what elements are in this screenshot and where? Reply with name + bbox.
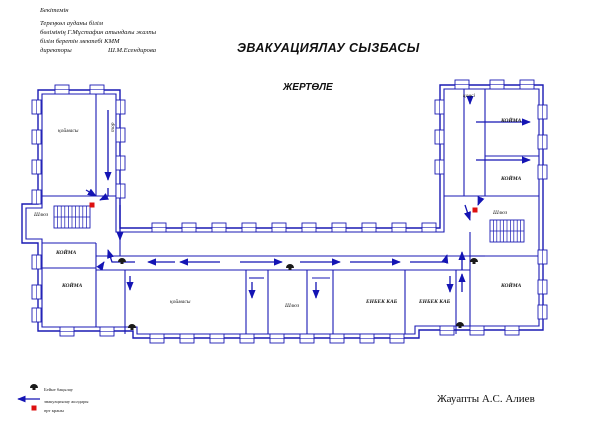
room-center-utility-2: ЕНБЕК КАБ xyxy=(418,299,451,305)
approval-signature: Ш.М.Есендирова xyxy=(108,47,157,54)
room-center-lock: Шлюз xyxy=(284,303,299,309)
camera-icon xyxy=(286,264,294,270)
exterior-wall-inner xyxy=(25,88,540,335)
stairs xyxy=(53,205,525,243)
legend-camera-label: Бейне бақылау xyxy=(44,387,73,392)
room-right-top-small: қоңсі xyxy=(463,93,475,99)
room-center-large: қоймасы xyxy=(170,298,191,305)
legend-hydrant-label: өрт краны xyxy=(44,408,64,413)
approval-line-2: Тереңкөл ауданы білім xyxy=(40,20,103,27)
camera-lens xyxy=(458,326,462,328)
camera-lens xyxy=(288,268,292,270)
camera-body xyxy=(470,258,478,262)
room-left-storage-upper: КОЙМА xyxy=(55,248,77,256)
camera-lens xyxy=(130,328,134,330)
room-right-upper-1: КОЙМА xyxy=(500,116,522,124)
evacuation-arrow-icon xyxy=(477,196,485,206)
windows xyxy=(31,79,548,344)
room-left-wing-large: қоймасы xyxy=(58,127,79,134)
room-left-storage-lower: КОЙМА xyxy=(61,281,83,289)
fire-hydrant-icon xyxy=(89,202,95,208)
camera-lens xyxy=(32,388,36,390)
fire-hydrant-icon xyxy=(472,207,478,213)
approval-line-4: білім беретін мектебі КММ xyxy=(40,38,120,45)
camera-body xyxy=(456,322,464,326)
camera-body xyxy=(30,384,38,388)
camera-icon xyxy=(128,324,136,330)
responsible-person: Жауапты А.С. Алиев xyxy=(437,393,535,405)
room-left-stair-hall: Шлюз xyxy=(33,212,48,218)
fire-hydrant-icon xyxy=(31,405,37,411)
room-right-stair-hall: Шлюз xyxy=(492,210,507,216)
evacuation-arrow-icon xyxy=(85,188,97,197)
room-left-wing-narrow: тор xyxy=(110,122,116,132)
evacuation-arrow-icon xyxy=(410,254,449,264)
camera-lens xyxy=(472,262,476,264)
evacuation-routes xyxy=(17,95,531,403)
camera-icon xyxy=(470,258,478,264)
camera-lens xyxy=(120,262,124,264)
room-right-upper-2: КОЙМА xyxy=(500,174,522,182)
camera-icon xyxy=(118,258,126,264)
evacuation-arrow-icon xyxy=(96,261,105,271)
camera-body xyxy=(286,264,294,268)
approval-line-5: директоры xyxy=(40,47,72,54)
camera-icon xyxy=(456,322,464,328)
exterior-wall-outer xyxy=(21,84,544,339)
cameras xyxy=(30,258,478,390)
legend-evacuation-label: эвакуациялау жолдары xyxy=(44,399,89,404)
evacuation-arrow-icon xyxy=(463,204,471,221)
approval-line-3: бөлімінің Г.Мұстафин атындағы жалпы xyxy=(40,29,157,36)
floor-subtitle: ЖЕРТӨЛЕ xyxy=(283,82,333,93)
page-title: ЭВАКУАЦИЯЛАУ СЫЗБАСЫ xyxy=(237,41,420,55)
evacuation-arrow-icon xyxy=(99,188,109,201)
fire-hydrants xyxy=(31,202,478,411)
room-center-utility-1: ЕНБЕК КАБ xyxy=(365,299,398,305)
room-right-lower: КОЙМА xyxy=(500,281,522,289)
evacuation-arrow-icon xyxy=(107,249,135,263)
camera-body xyxy=(128,324,136,328)
approval-line-1: Бекітемін xyxy=(40,7,69,14)
camera-icon xyxy=(30,384,38,390)
camera-body xyxy=(118,258,126,262)
walls xyxy=(21,84,544,339)
